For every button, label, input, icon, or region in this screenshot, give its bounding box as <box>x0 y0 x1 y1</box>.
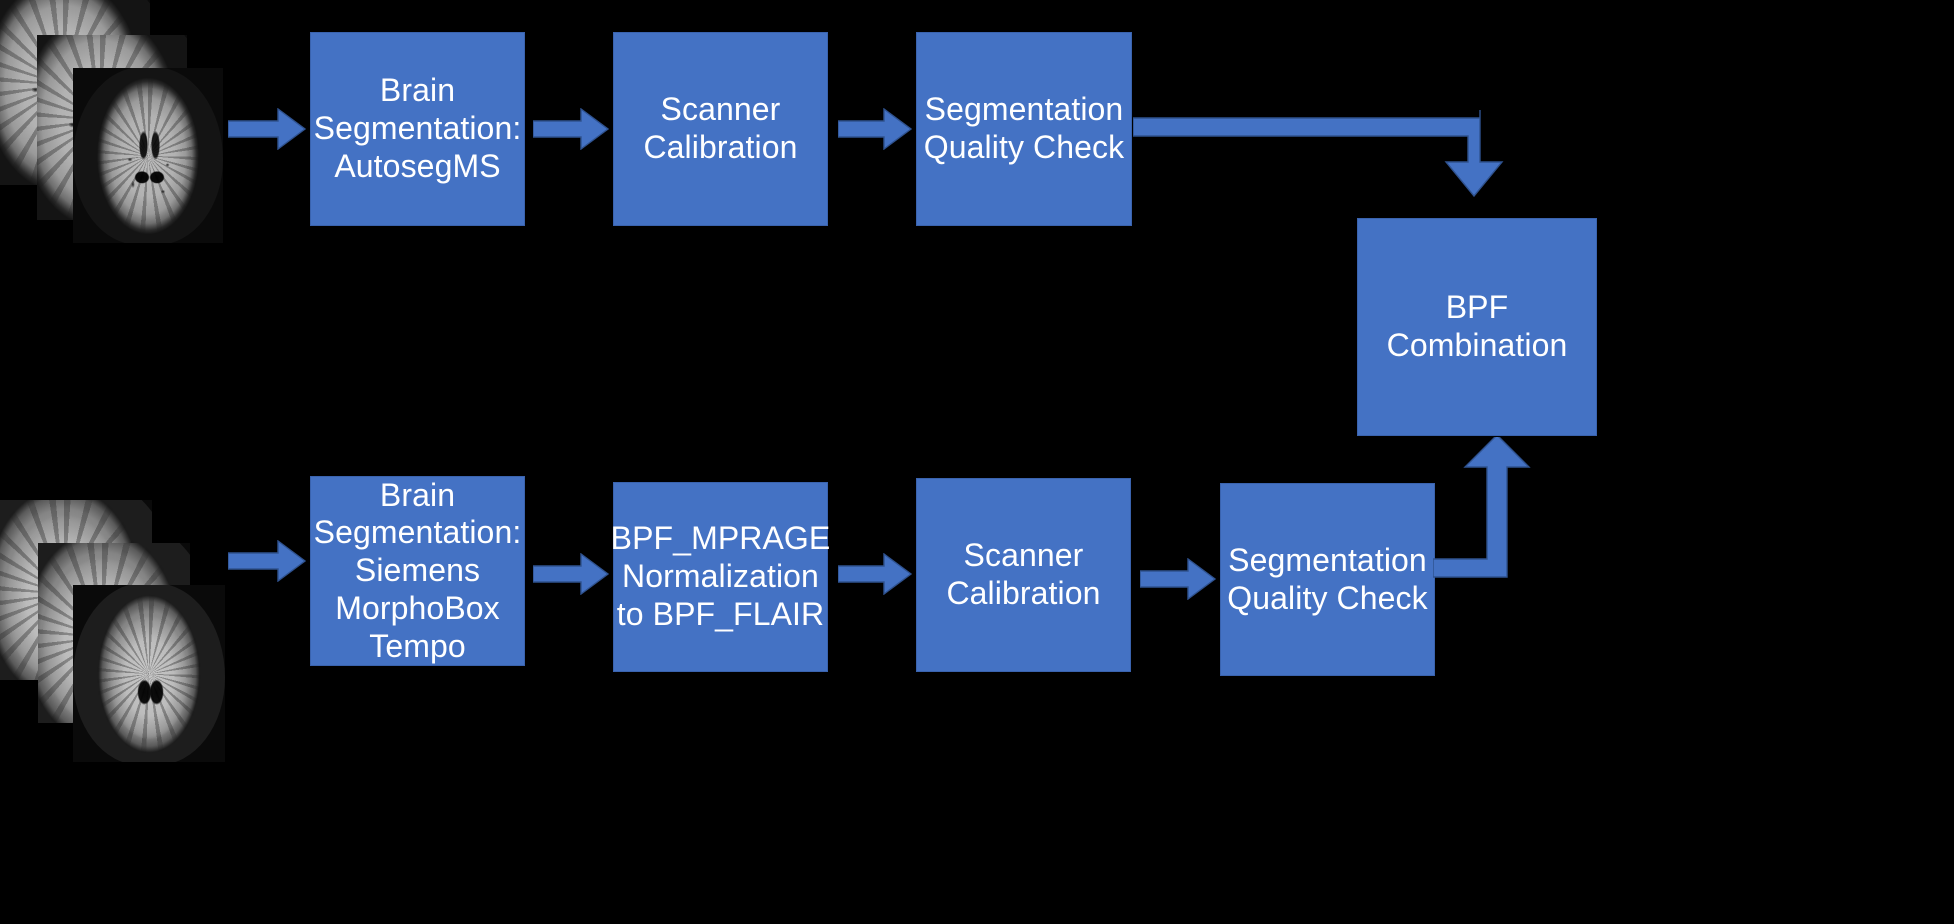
connector-flair-input-to-segmentation <box>228 108 306 150</box>
connector-autosegms-to-calibration <box>533 108 609 150</box>
mprage-image-stack <box>0 440 225 762</box>
node-brain-segmentation-morphobox[interactable]: Brain Segmentation: Siemens MorphoBox Te… <box>310 476 525 666</box>
node-bpf-mprage-normalization[interactable]: BPF_MPRAGE Normalization to BPF_FLAIR <box>611 482 830 672</box>
connector-calibration-to-quality-check <box>838 108 912 150</box>
flair-image-stack <box>0 0 225 245</box>
node-brain-segmentation-autosegms[interactable]: Brain Segmentation: AutosegMS <box>310 32 525 226</box>
node-segmentation-quality-check-bottom[interactable]: Segmentation Quality Check <box>1220 483 1435 676</box>
connector-bottom-quality-check-to-bpf-combination <box>1433 437 1563 597</box>
connector-top-quality-check-to-bpf-combination <box>1133 110 1513 220</box>
connector-mprage-input-to-segmentation <box>228 540 306 582</box>
connector-calibration-to-quality-check-bottom <box>1140 558 1216 600</box>
mprage-slice-3 <box>73 585 225 762</box>
flair-slice-3 <box>73 68 223 243</box>
connector-morphobox-to-normalization <box>533 553 609 595</box>
node-scanner-calibration-bottom[interactable]: Scanner Calibration <box>916 478 1131 672</box>
node-bpf-combination[interactable]: BPF Combination <box>1357 218 1597 436</box>
node-scanner-calibration-top[interactable]: Scanner Calibration <box>613 32 828 226</box>
node-segmentation-quality-check-top[interactable]: Segmentation Quality Check <box>916 32 1132 226</box>
connector-normalization-to-calibration <box>838 553 912 595</box>
